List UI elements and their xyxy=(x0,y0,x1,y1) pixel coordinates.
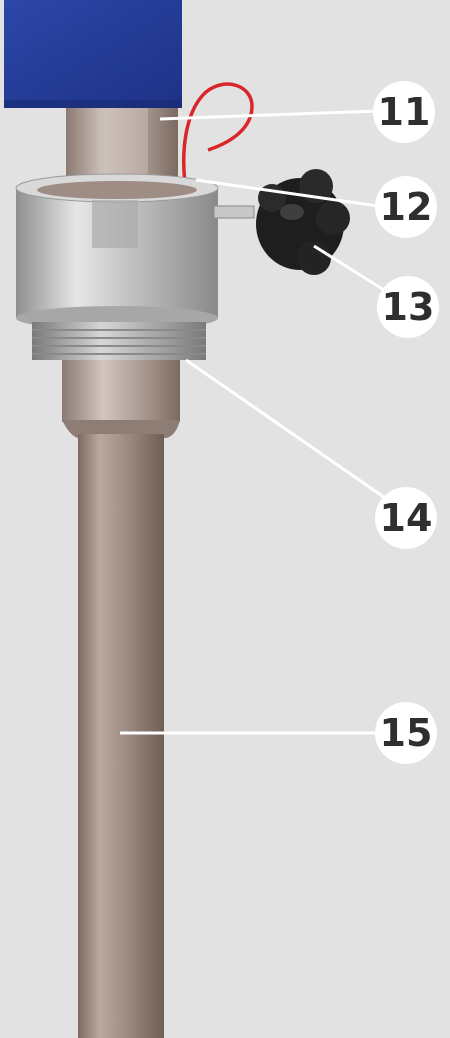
red-wire xyxy=(182,82,254,191)
callout-label-12: 12 xyxy=(380,185,433,229)
callout-14: 14 xyxy=(375,487,437,549)
callout-label-14: 14 xyxy=(380,496,433,540)
knob-stem xyxy=(213,205,255,219)
motor-housing xyxy=(4,0,182,108)
callout-label-13: 13 xyxy=(382,285,435,329)
tube-shoulder xyxy=(62,360,180,422)
suction-tube xyxy=(78,434,164,1038)
callout-15: 15 xyxy=(375,702,437,764)
clamp-collar xyxy=(16,188,218,318)
threaded-ring xyxy=(32,322,206,360)
callout-label-11: 11 xyxy=(378,90,431,134)
leader-line-13 xyxy=(313,244,385,292)
clamp-knob xyxy=(256,169,350,275)
leader-line-12 xyxy=(195,178,379,208)
leader-line-14 xyxy=(185,358,389,502)
callout-11: 11 xyxy=(373,81,435,143)
callout-13: 13 xyxy=(377,276,439,338)
leader-line-11 xyxy=(159,109,379,121)
callout-12: 12 xyxy=(375,176,437,238)
callout-label-15: 15 xyxy=(380,711,433,755)
